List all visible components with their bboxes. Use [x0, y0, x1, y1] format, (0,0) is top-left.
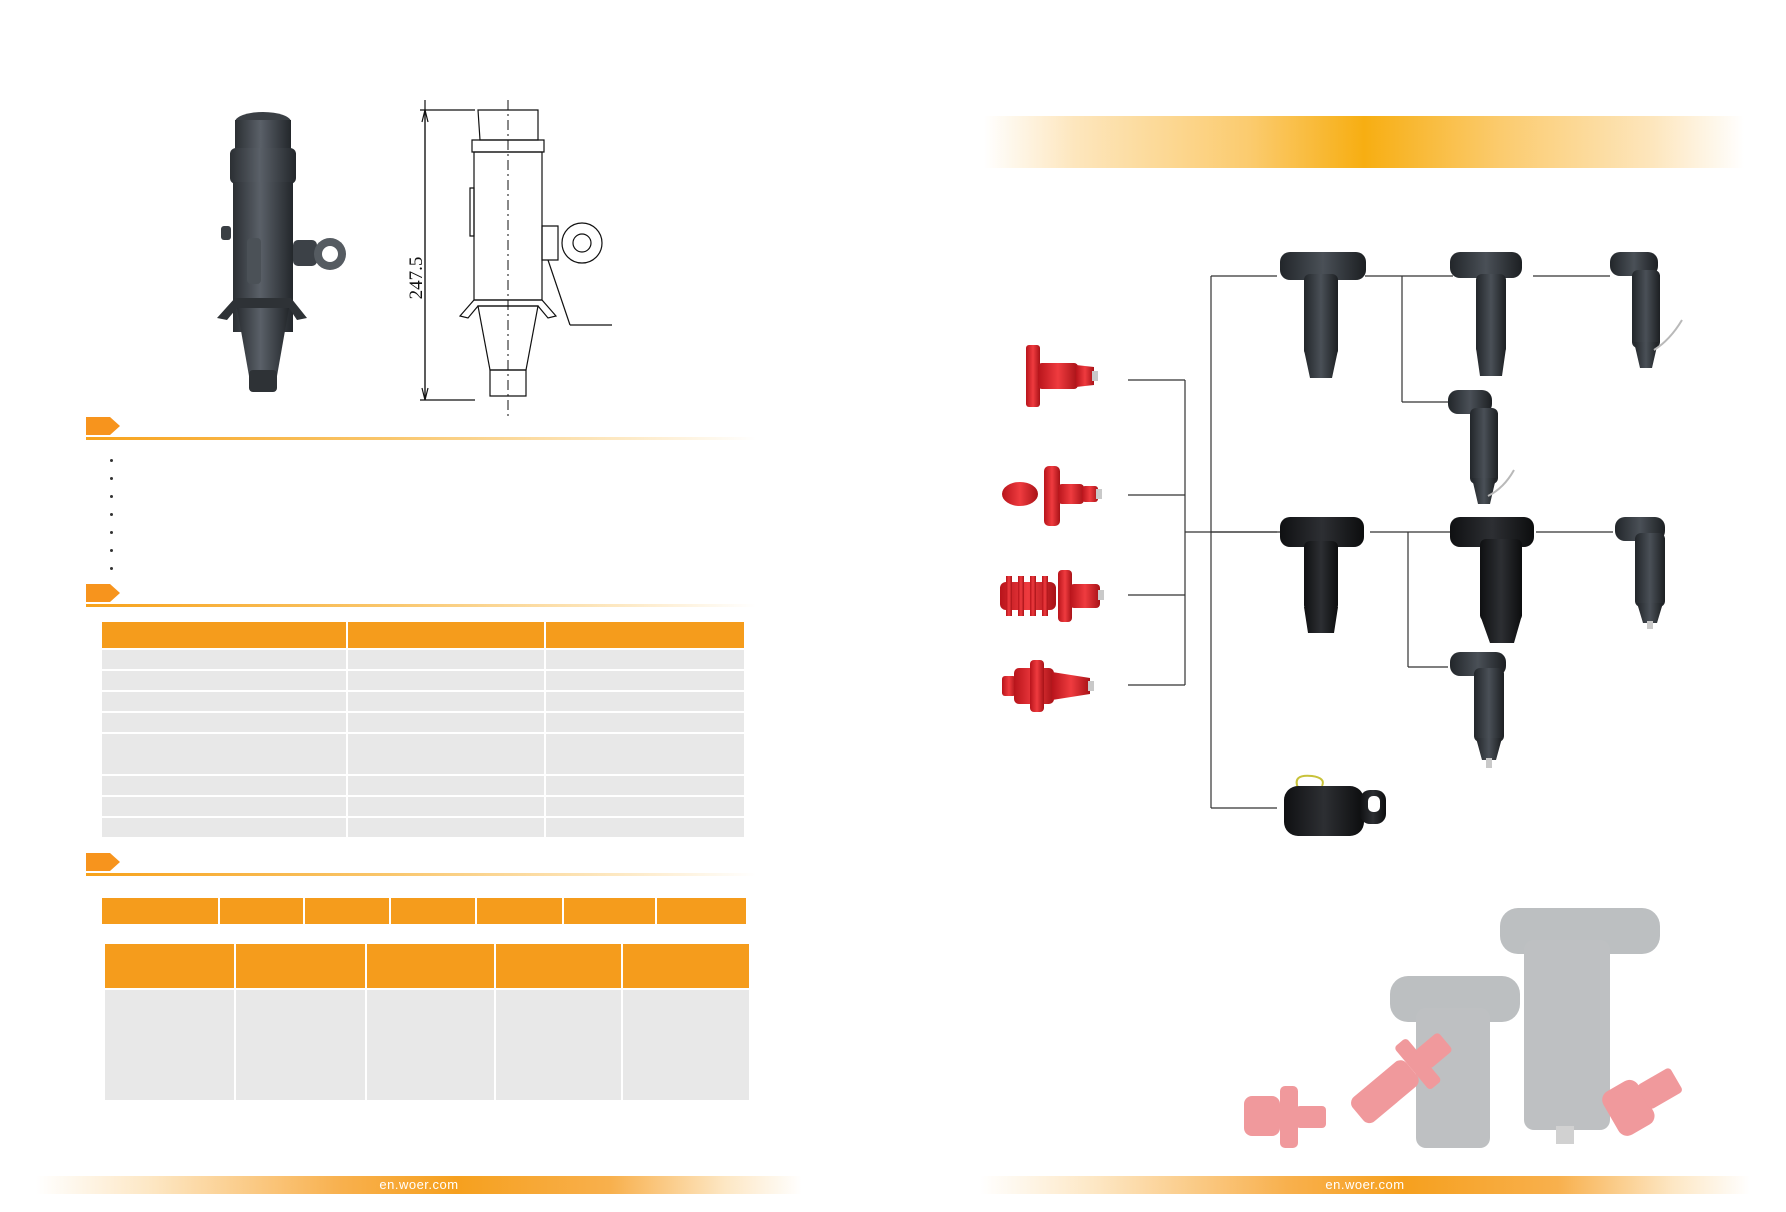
selection-table-header [105, 944, 749, 988]
feature-bullet [110, 549, 113, 552]
footer-bar-right [980, 1176, 1750, 1194]
insulating-cap-icon [1284, 774, 1386, 836]
table-row [102, 713, 744, 732]
t-connector-icon [1280, 517, 1364, 633]
section-line-dimensions [86, 873, 756, 876]
table-row [102, 776, 744, 795]
elbow-connector-icon [1448, 390, 1515, 504]
section-marker-specifications [86, 584, 120, 602]
product-family-diagram [1000, 252, 1683, 836]
feature-bullet [110, 477, 113, 480]
elbow-connector-icon [1450, 252, 1522, 376]
selection-table [103, 942, 751, 1102]
table-row [102, 797, 744, 816]
elbow-connector-icon [1450, 652, 1506, 768]
feature-bullet [110, 495, 113, 498]
bushing-icon [1000, 570, 1104, 622]
product-photo [217, 112, 346, 392]
feature-bullet [110, 513, 113, 516]
dimension-table [100, 896, 748, 926]
feature-bullet [110, 459, 113, 462]
section-marker-features [86, 417, 120, 435]
product-showcase-faded [1244, 908, 1682, 1148]
dimension-label: 247.5 [406, 257, 427, 300]
footer-url-right[interactable]: en.woer.com [1325, 1177, 1405, 1192]
elbow-connector-icon [1615, 517, 1665, 629]
t-connector-icon [1280, 252, 1366, 378]
table-row [102, 818, 744, 837]
elbow-connector-icon [1450, 517, 1534, 643]
bushing-icon [1002, 466, 1102, 526]
table-row [102, 692, 744, 711]
table-row [102, 734, 744, 774]
section-marker-dimensions [86, 853, 120, 871]
elbow-connector-icon [1610, 252, 1683, 368]
dimension-table-header [102, 898, 746, 924]
footer-url-left[interactable]: en.woer.com [379, 1177, 459, 1192]
table-row [102, 671, 744, 690]
bushing-icon [1002, 660, 1094, 712]
table-row [102, 650, 744, 669]
title-banner [984, 116, 1744, 168]
feature-bullet [110, 567, 113, 570]
spec-table-header [102, 622, 744, 648]
section-line-specifications [86, 604, 756, 607]
feature-bullet [110, 531, 113, 534]
table-row [105, 990, 749, 1100]
footer-bar-left [36, 1176, 802, 1194]
section-line-features [86, 437, 756, 440]
technical-drawing: 247.5 [406, 100, 612, 418]
bushing-icon [1026, 345, 1098, 407]
spec-table [100, 620, 746, 839]
